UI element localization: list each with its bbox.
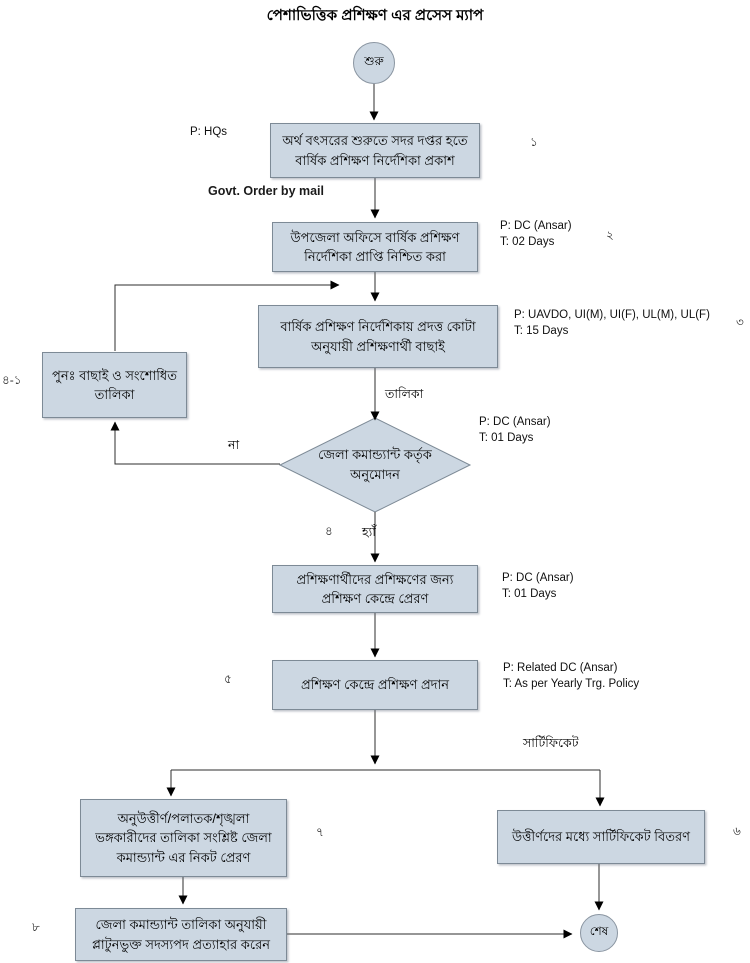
step-number-2: ২	[606, 228, 614, 242]
page-title: পেশাভিত্তিক প্রশিক্ষণ এর প্রসেস ম্যাপ	[266, 7, 484, 24]
node-approval-decision-label: জেলা কমান্ড্যান্ট কর্তৃক অনুমোদন	[318, 446, 432, 482]
annotation-send-to-center-t: T: 01 Days	[502, 588, 557, 601]
annotation-confirm-receipt-p: P: DC (Ansar)	[500, 220, 572, 232]
node-publish-guideline: অর্থ বৎসরের শুরুতে সদর দপ্তর হতে বার্ষিক…	[270, 123, 480, 178]
node-distribute-certificates-label: উত্তীর্ণদের মধ্যে সার্টিফিকেট বিতরণ	[511, 829, 691, 845]
annotation-approval-decision-p: P: DC (Ansar)	[479, 416, 551, 428]
step-number-4: ৪	[325, 524, 333, 538]
annotation-confirm-receipt: P: DC (Ansar) T: 02 Days	[500, 218, 572, 250]
node-revise-list-label: পুনঃ বাছাই ও সংশোধিত তালিকা	[52, 367, 177, 403]
step-number-5: ৫	[224, 672, 232, 686]
annotation-provide-training: P: Related DC (Ansar) T: As per Yearly T…	[503, 660, 639, 692]
annotation-approval-decision: P: DC (Ansar) T: 01 Days	[479, 414, 551, 446]
node-confirm-receipt-label: উপজেলা অফিসে বার্ষিক প্রশিক্ষণ নির্দেশিক…	[290, 229, 460, 265]
node-provide-training-label: প্রশিক্ষণ কেন্দ্রে প্রশিক্ষণ প্রদান	[300, 677, 450, 693]
node-approval-decision: জেলা কমান্ড্যান্ট কর্তৃক অনুমোদন	[303, 430, 447, 500]
node-provide-training: প্রশিক্ষণ কেন্দ্রে প্রশিক্ষণ প্রদান	[272, 660, 478, 710]
node-revise-list: পুনঃ বাছাই ও সংশোধিত তালিকা	[42, 352, 187, 418]
node-send-to-center-label: প্রশিক্ষণার্থীদের প্রশিক্ষণের জন্য প্রশি…	[296, 571, 454, 607]
node-send-failed-list: অনুউত্তীর্ণ/পলাতক/শৃঙ্খলা ভঙ্গকারীদের তা…	[80, 799, 287, 877]
annotation-select-trainees-t: T: 15 Days	[514, 325, 569, 338]
edge-decision-no	[110, 421, 280, 465]
annotation-confirm-receipt-t: T: 02 Days	[500, 236, 555, 249]
annotation-send-to-center: P: DC (Ansar) T: 01 Days	[502, 570, 574, 602]
step-number-1: ১	[530, 135, 538, 149]
node-distribute-certificates: উত্তীর্ণদের মধ্যে সার্টিফিকেট বিতরণ	[497, 810, 705, 864]
annotation-hqs: P: HQs	[190, 126, 228, 138]
start-node: শুরু	[353, 42, 395, 84]
node-select-trainees-label: বার্ষিক প্রশিক্ষণ নির্দেশিকায় প্রদত্ত ক…	[280, 319, 476, 354]
step-number-6: ৬	[733, 824, 741, 838]
end-label: শেষ	[589, 924, 609, 938]
node-withdraw-membership: জেলা কমান্ড্যান্ট তালিকা অনুযায়ী প্লাটু…	[75, 908, 287, 961]
node-send-to-center: প্রশিক্ষণার্থীদের প্রশিক্ষণের জন্য প্রশি…	[272, 565, 478, 613]
step-number-8: ৮	[32, 920, 40, 934]
edge-label-no: না	[228, 438, 240, 452]
annotation-approval-decision-t: T: 01 Days	[479, 432, 534, 445]
edge-label-certificate: সার্টিফিকেট	[523, 736, 579, 750]
step-number-4-1: ৪-১	[2, 373, 22, 387]
annotation-select-trainees: P: UAVDO, UI(M), UI(F), UL(M), UL(F) T: …	[514, 307, 710, 339]
annotation-govt-order: Govt. Order by mail	[208, 184, 325, 198]
edge-revise-feedback	[114, 280, 340, 351]
node-withdraw-membership-label: জেলা কমান্ড্যান্ট তালিকা অনুযায়ী প্লাটু…	[91, 917, 271, 952]
annotation-provide-training-t: T: As per Yearly Trg. Policy	[503, 678, 640, 691]
step-number-3: ৩	[736, 315, 744, 329]
node-confirm-receipt: উপজেলা অফিসে বার্ষিক প্রশিক্ষণ নির্দেশিক…	[272, 222, 478, 272]
step-number-7: ৭	[316, 825, 324, 839]
node-send-failed-list-label: অনুউত্তীর্ণ/পলাতক/শৃঙ্খলা ভঙ্গকারীদের তা…	[95, 810, 272, 865]
edge-label-yes: হ্যাঁ	[362, 525, 376, 539]
end-node: শেষ	[580, 914, 618, 952]
annotation-send-to-center-p: P: DC (Ansar)	[502, 572, 574, 584]
annotation-provide-training-p: P: Related DC (Ansar)	[503, 662, 618, 674]
node-publish-guideline-label: অর্থ বৎসরের শুরুতে সদর দপ্তর হতে বার্ষিক…	[282, 133, 468, 168]
node-select-trainees: বার্ষিক প্রশিক্ষণ নির্দেশিকায় প্রদত্ত ক…	[258, 305, 498, 368]
edge-label-list: তালিকা	[385, 387, 424, 401]
annotation-select-trainees-p: P: UAVDO, UI(M), UI(F), UL(M), UL(F)	[514, 309, 710, 321]
start-label: শুরু	[364, 54, 384, 68]
